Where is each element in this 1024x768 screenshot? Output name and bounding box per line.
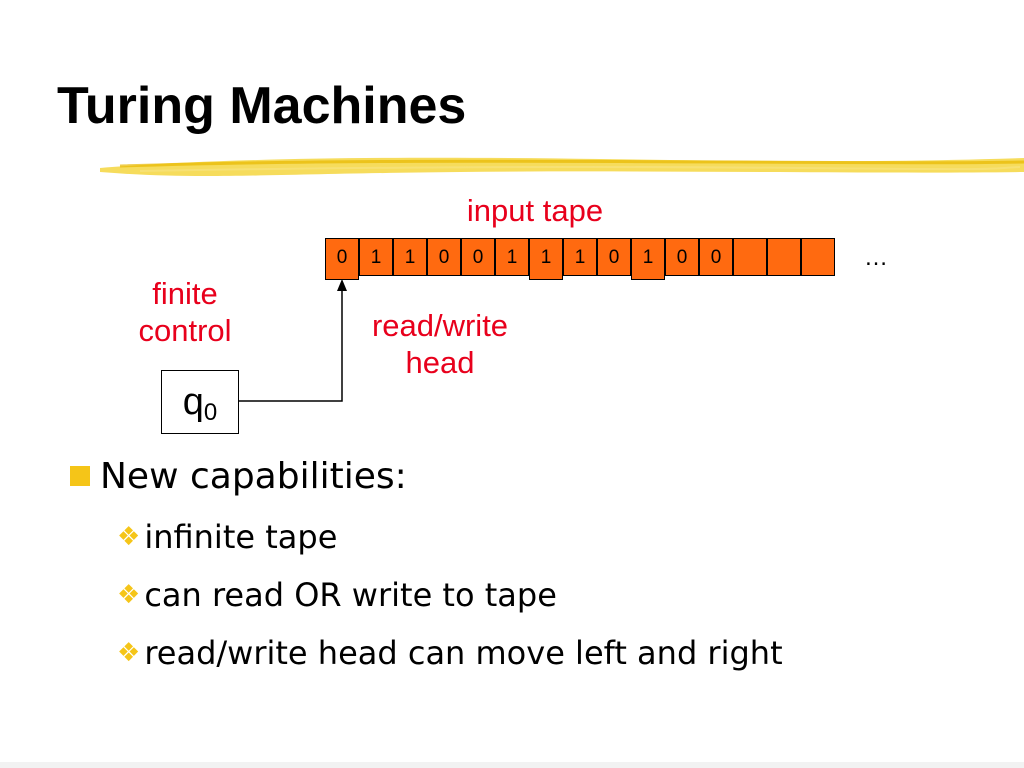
tape-cell: 1 — [495, 238, 529, 276]
state-subscript: 0 — [203, 399, 218, 426]
tape-cell: 1 — [529, 238, 563, 280]
tape-cell: 0 — [461, 238, 495, 276]
finite-control-label-line2: control — [138, 313, 232, 349]
state-symbol: q — [182, 381, 204, 423]
diamond-bullet-icon: ❖ — [117, 522, 141, 552]
list-item: ❖read/write head can move left and right — [117, 634, 783, 672]
tape-cell: 1 — [563, 238, 597, 276]
finite-control-label-line1: finite — [152, 276, 218, 311]
list-item-text: can read OR write to tape — [144, 576, 557, 614]
tape-cell: 0 — [597, 238, 631, 276]
tape-cell: 1 — [631, 238, 665, 280]
tape-cell — [801, 238, 835, 276]
slide-title: Turing Machines — [57, 77, 467, 135]
input-tape-label: input tape — [466, 193, 604, 228]
head-label-line1: read/write — [371, 308, 509, 343]
tape-ellipsis: … — [864, 244, 890, 271]
read-write-head-label: read/write head — [340, 307, 540, 381]
tape-cell: 1 — [359, 238, 393, 276]
tape-cell: 0 — [699, 238, 733, 276]
list-item-text: read/write head can move left and right — [144, 634, 783, 672]
state-box: q0 — [161, 370, 239, 434]
tape-cell: 0 — [325, 238, 359, 280]
list-item: ❖can read OR write to tape — [117, 576, 557, 614]
diamond-bullet-icon: ❖ — [117, 638, 141, 668]
tape-cell — [767, 238, 801, 276]
head-label-line2: head — [405, 345, 475, 381]
finite-control-label: finite control — [110, 275, 260, 349]
capabilities-heading: New capabilities: — [70, 456, 407, 497]
square-bullet-icon — [70, 466, 90, 486]
list-item-text: infinite tape — [144, 518, 338, 556]
title-underline-brushstroke — [100, 157, 1024, 177]
tape-cell: 0 — [665, 238, 699, 276]
diamond-bullet-icon: ❖ — [117, 580, 141, 610]
capabilities-heading-text: New capabilities: — [100, 456, 407, 497]
footer-line — [0, 762, 1024, 768]
tape-cell: 0 — [427, 238, 461, 276]
tape-cell: 1 — [393, 238, 427, 276]
tape-cell — [733, 238, 767, 276]
list-item: ❖infinite tape — [117, 518, 337, 556]
head-arrow-icon — [337, 279, 347, 291]
